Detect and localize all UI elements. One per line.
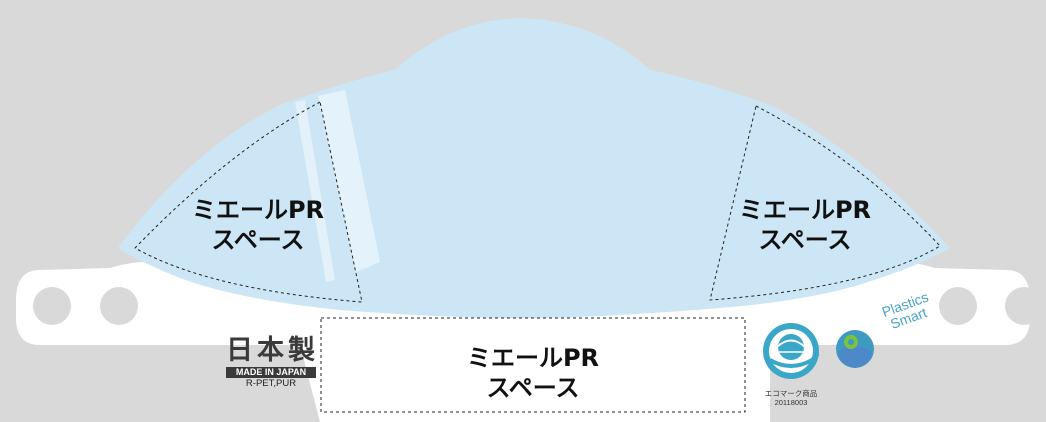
strap-hole-right-outer [1005,287,1043,325]
shield-visor [118,18,950,318]
materials-label: R-PET,PUR [245,378,297,389]
pr-space-center: ミエールPR スペース [433,343,633,403]
pr-area-right-border [709,105,941,301]
made-in-japan-badge: 日本製 MADE IN JAPAN R-PET,PUR [226,336,316,390]
strap-hole-left-outer [33,287,71,325]
plastics-smart-icon [836,330,874,368]
pr-space-right: ミエールPR スペース [730,195,880,255]
strap-band [16,262,1030,422]
pr-area-left-border [134,101,363,303]
eco-mark-caption-line2: 20118003 [774,398,808,407]
strap-hole-left-inner [100,287,138,325]
pr-space-left-line2: スペース [211,226,305,254]
pr-space-center-line1: ミエールPR [466,344,600,372]
made-in-japan-kanji: 日本製 [226,335,319,366]
glare-stripe [318,90,380,272]
glare-stripe-thin [295,100,335,282]
eco-mark-caption: エコマーク商品 20118003 [753,389,829,407]
pr-space-right-line1: ミエールPR [738,196,872,224]
strap-hole-right-inner [939,287,977,325]
eco-mark-icon [763,323,820,379]
made-in-japan-banner: MADE IN JAPAN [226,367,316,378]
pr-space-left-line1: ミエールPR [191,196,325,224]
pr-space-center-line2: スペース [486,374,580,402]
pr-space-right-line2: スペース [758,226,852,254]
eco-mark-caption-line1: エコマーク商品 [764,389,818,398]
pr-space-left: ミエールPR スペース [183,195,333,255]
pr-area-center-border [320,317,746,413]
